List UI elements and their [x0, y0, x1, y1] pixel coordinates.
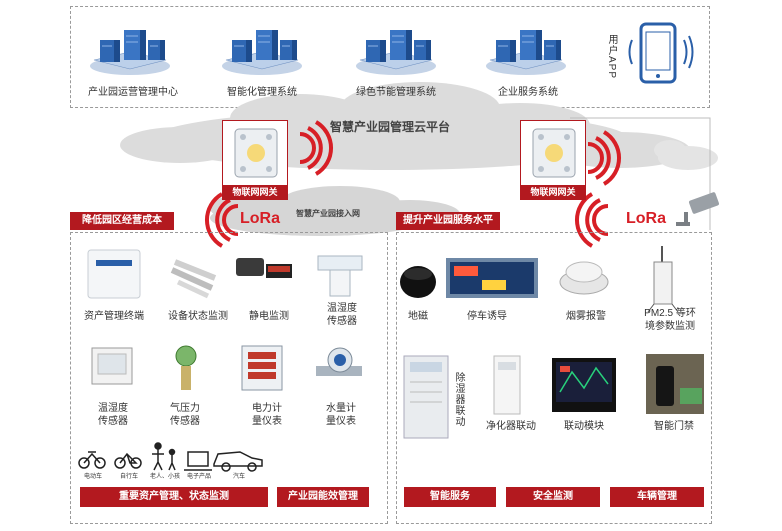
child-icon [168, 448, 176, 471]
power-meter-image [241, 345, 283, 391]
static-monitor-image [236, 258, 292, 278]
service-level-section [396, 232, 712, 524]
gateway-device-icon [532, 128, 576, 178]
car-icon [213, 451, 263, 472]
vehicle-management-button[interactable]: 车辆管理 [610, 487, 704, 507]
device-label: 传感器 [327, 316, 357, 327]
smoke-alarm-image [559, 261, 609, 295]
system-label-intelligent-mgmt: 智能化管理系统 [227, 87, 297, 98]
device-label: 境参数监测 [645, 321, 695, 332]
temp-humidity-device-image [91, 347, 133, 385]
asset-label: 电动车 [83, 474, 102, 480]
service-level-title: 提升产业园服务水平 [396, 212, 500, 230]
device-label: 电力计 [252, 403, 282, 414]
smart-access-image [646, 354, 704, 414]
device-label: 地磁 [408, 311, 428, 322]
cloud-platform-title: 智慧产业园管理云平台 [330, 120, 451, 134]
iot-gateway-left: 物联网网关 [222, 120, 288, 200]
connector-line [570, 117, 711, 230]
dehumidifier-label: 除湿器联动 [453, 372, 464, 427]
device-label: 气压力 [170, 403, 200, 414]
server-cluster-icon [89, 29, 171, 76]
water-meter-image [316, 347, 362, 376]
device-label: 智能门禁 [654, 421, 694, 432]
system-label-enterprise-service: 企业服务系统 [498, 87, 558, 98]
lora-label-right: LoRa [626, 210, 666, 227]
temp-humidity-sensor-image [317, 255, 363, 297]
device-label: 净化器联动 [486, 421, 536, 432]
person-icon [152, 442, 164, 471]
camera-icon [676, 192, 719, 226]
gateway-caption: 物联网网关 [521, 185, 585, 199]
electronic-device-icon [184, 451, 212, 471]
server-cluster-icon [221, 29, 303, 76]
geomagnetic-sensor-image [400, 266, 436, 298]
device-label: 水量计 [326, 403, 356, 414]
iot-gateway-right: 物联网网关 [520, 120, 586, 200]
device-label: 联动模块 [564, 421, 604, 432]
device-label: 静电监测 [249, 311, 289, 322]
pm25-station-image [647, 246, 679, 313]
security-monitoring-button[interactable]: 安全监测 [506, 487, 600, 507]
server-cluster-icon [355, 29, 437, 76]
bicycle-icon [114, 452, 142, 469]
asset-label: 自行车 [119, 474, 138, 480]
asset-label: 电子产品 [186, 474, 211, 480]
device-label: 设备状态监测 [168, 311, 228, 322]
gateway-caption: 物联网网关 [223, 185, 287, 199]
lora-label-left: LoRa [240, 210, 280, 227]
device-label: 烟雾报警 [566, 311, 606, 322]
device-label: 温湿度 [98, 403, 128, 414]
asset-label: 汽车 [232, 474, 245, 480]
linkage-module-image [552, 358, 616, 412]
server-cluster-icon [485, 29, 567, 76]
asset-management-button[interactable]: 重要资产管理、状态监测 [80, 487, 268, 507]
device-label: 传感器 [170, 416, 200, 427]
device-label: 量仪表 [252, 416, 282, 427]
system-label-operation-center: 产业园运营管理中心 [88, 87, 178, 98]
cost-reduction-section [70, 232, 388, 524]
device-label: 停车诱导 [467, 311, 507, 322]
system-label-green-energy: 绿色节能管理系统 [356, 87, 436, 98]
energy-management-button[interactable]: 产业园能效管理 [277, 487, 369, 507]
device-label: PM2.5 等环 [644, 308, 696, 319]
user-app-label: 用户APP [606, 34, 617, 80]
e-bike-icon [78, 451, 106, 469]
gateway-device-icon [234, 128, 278, 178]
asset-label: 老人、小孩 [149, 474, 180, 480]
device-label: 温湿度 [327, 303, 357, 314]
device-label: 量仪表 [326, 416, 356, 427]
equipment-monitor-image [170, 259, 217, 299]
device-label: 传感器 [98, 416, 128, 427]
access-network-title: 智慧产业园接入网 [296, 209, 360, 218]
parking-guidance-image [446, 258, 538, 298]
phone-icon [628, 22, 694, 84]
pressure-sensor-image [175, 345, 197, 390]
device-label: 资产管理终端 [84, 311, 144, 322]
smart-service-button[interactable]: 智能服务 [404, 487, 496, 507]
dehumidifier-image [403, 355, 449, 439]
asset-terminal-image [87, 249, 141, 299]
cost-reduction-title: 降低园区经营成本 [70, 212, 174, 230]
air-purifier-image [493, 355, 521, 415]
